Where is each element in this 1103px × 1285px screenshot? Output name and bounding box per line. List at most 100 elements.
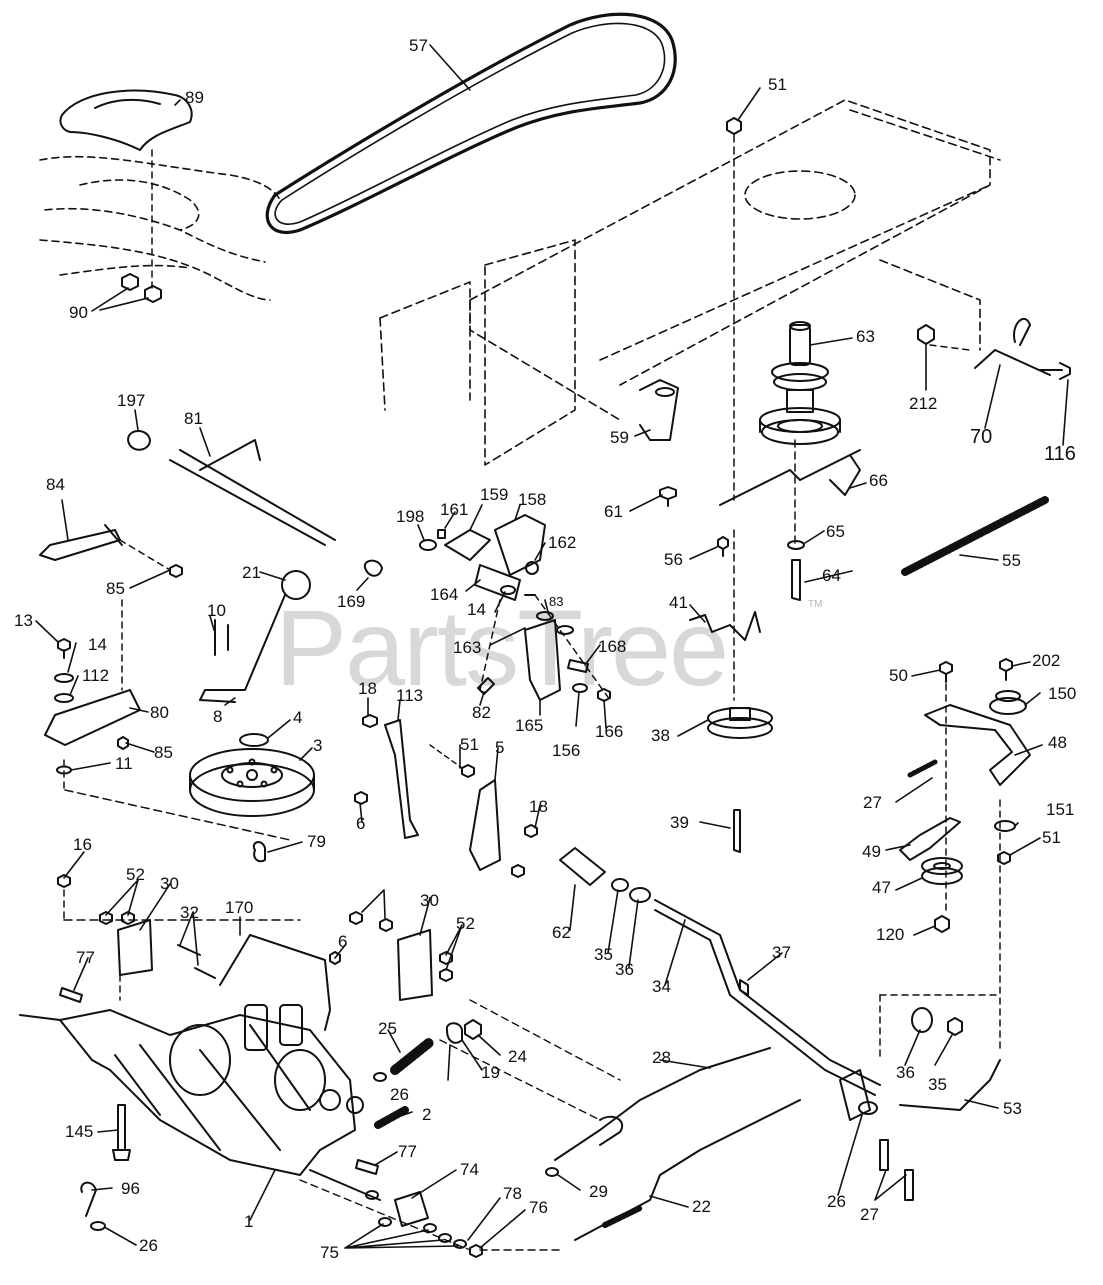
plate-80 xyxy=(44,689,141,746)
bolt-13 xyxy=(57,638,71,659)
bolt-18b xyxy=(524,824,538,838)
callout-24: 24 xyxy=(508,1047,527,1066)
callout-37: 37 xyxy=(772,943,791,962)
callout-85b: 85 xyxy=(154,743,173,762)
washer-83 xyxy=(536,611,554,621)
knob-21 xyxy=(281,570,311,600)
callout-labels: 57 89 51 90 63 212 70 116 197 81 59 66 8… xyxy=(14,36,1076,1262)
callout-14b: 14 xyxy=(88,635,107,654)
callout-41: 41 xyxy=(669,593,688,612)
seat-handle-grip xyxy=(94,98,161,109)
bolt-6c xyxy=(329,951,341,965)
callout-164: 164 xyxy=(430,585,458,604)
spring-25 xyxy=(390,1037,435,1075)
washer-35a xyxy=(611,878,629,892)
clip-41 xyxy=(689,611,761,641)
callout-11: 11 xyxy=(115,754,133,773)
plate-30b xyxy=(397,929,433,1001)
callout-156: 156 xyxy=(552,741,580,760)
bolt-116 xyxy=(1039,362,1071,380)
callout-145: 145 xyxy=(65,1122,93,1141)
callout-25: 25 xyxy=(378,1019,397,1038)
seat-handle-part xyxy=(59,89,193,151)
pin-96 xyxy=(80,1181,97,1217)
rod-81 xyxy=(169,439,336,546)
callout-62: 62 xyxy=(552,923,571,942)
callout-39: 39 xyxy=(670,813,689,832)
callout-162: 162 xyxy=(548,533,576,552)
callout-85: 85 xyxy=(106,579,125,598)
callout-169: 169 xyxy=(337,592,365,611)
callout-18b: 18 xyxy=(529,797,548,816)
nut-90b xyxy=(144,285,162,303)
callout-22: 22 xyxy=(692,1197,711,1216)
callout-35: 35 xyxy=(594,945,613,964)
bushing-197 xyxy=(127,430,151,451)
pulley-3-part xyxy=(189,748,315,817)
bolt-161 xyxy=(437,529,446,539)
callout-89: 89 xyxy=(185,88,204,107)
pulley-63-part xyxy=(759,321,841,445)
callout-29: 29 xyxy=(589,1182,608,1201)
rod-28 xyxy=(554,1047,771,1161)
bolt-168 xyxy=(567,659,589,673)
callout-51b: 51 xyxy=(460,735,479,754)
callout-64: 64 xyxy=(822,566,841,585)
washer-156 xyxy=(572,683,588,693)
callout-16: 16 xyxy=(73,835,92,854)
nut-120 xyxy=(934,915,950,933)
lever-84 xyxy=(39,529,121,561)
bolt-50 xyxy=(939,661,953,683)
callout-27: 27 xyxy=(863,793,882,812)
callout-56: 56 xyxy=(664,550,683,569)
spring-2 xyxy=(374,1106,409,1129)
washer-151 xyxy=(994,820,1016,832)
callout-19: 19 xyxy=(481,1063,500,1082)
plate-48 xyxy=(924,704,1031,786)
nut-51c xyxy=(997,851,1011,865)
ring-4 xyxy=(239,733,269,747)
washer-78 xyxy=(453,1239,467,1249)
bolt-64 xyxy=(791,559,801,601)
washer-26b xyxy=(90,1221,106,1231)
callout-70: 70 xyxy=(970,426,992,448)
callout-30: 30 xyxy=(160,874,179,893)
bolt-145 xyxy=(112,1104,131,1161)
callout-202: 202 xyxy=(1032,651,1060,670)
callout-170: 170 xyxy=(225,898,253,917)
callout-151: 151 xyxy=(1046,800,1074,819)
callout-49: 49 xyxy=(862,842,881,861)
washer-14 xyxy=(54,673,74,683)
bolt-61 xyxy=(659,486,677,507)
callout-84: 84 xyxy=(46,475,65,494)
callout-161: 161 xyxy=(440,500,468,519)
callout-26: 26 xyxy=(390,1085,409,1104)
callout-55: 55 xyxy=(1002,551,1021,570)
callout-78: 78 xyxy=(503,1184,522,1203)
callout-74: 74 xyxy=(460,1160,479,1179)
washer-75b xyxy=(423,1223,437,1233)
callout-10: 10 xyxy=(207,601,226,620)
callout-197: 197 xyxy=(117,391,145,410)
callout-1: 1 xyxy=(244,1212,253,1231)
callout-14: 14 xyxy=(467,600,486,619)
callout-36: 36 xyxy=(615,960,634,979)
callout-47: 47 xyxy=(872,878,891,897)
callout-66: 66 xyxy=(869,471,888,490)
pulley-47-part xyxy=(921,857,963,885)
link-164 xyxy=(474,564,521,601)
callout-50: 50 xyxy=(889,666,908,685)
callout-8: 8 xyxy=(213,707,222,726)
callout-166: 166 xyxy=(595,722,623,741)
spacer-74 xyxy=(394,1191,429,1227)
bracket-49 xyxy=(899,817,961,861)
spacer-150 xyxy=(989,697,1027,715)
nut-166 xyxy=(597,688,611,702)
plate-30a xyxy=(117,919,153,976)
nuts-52a xyxy=(99,911,135,925)
callout-90: 90 xyxy=(69,303,88,322)
callout-53: 53 xyxy=(1003,1099,1022,1118)
bolt-202 xyxy=(999,658,1013,681)
